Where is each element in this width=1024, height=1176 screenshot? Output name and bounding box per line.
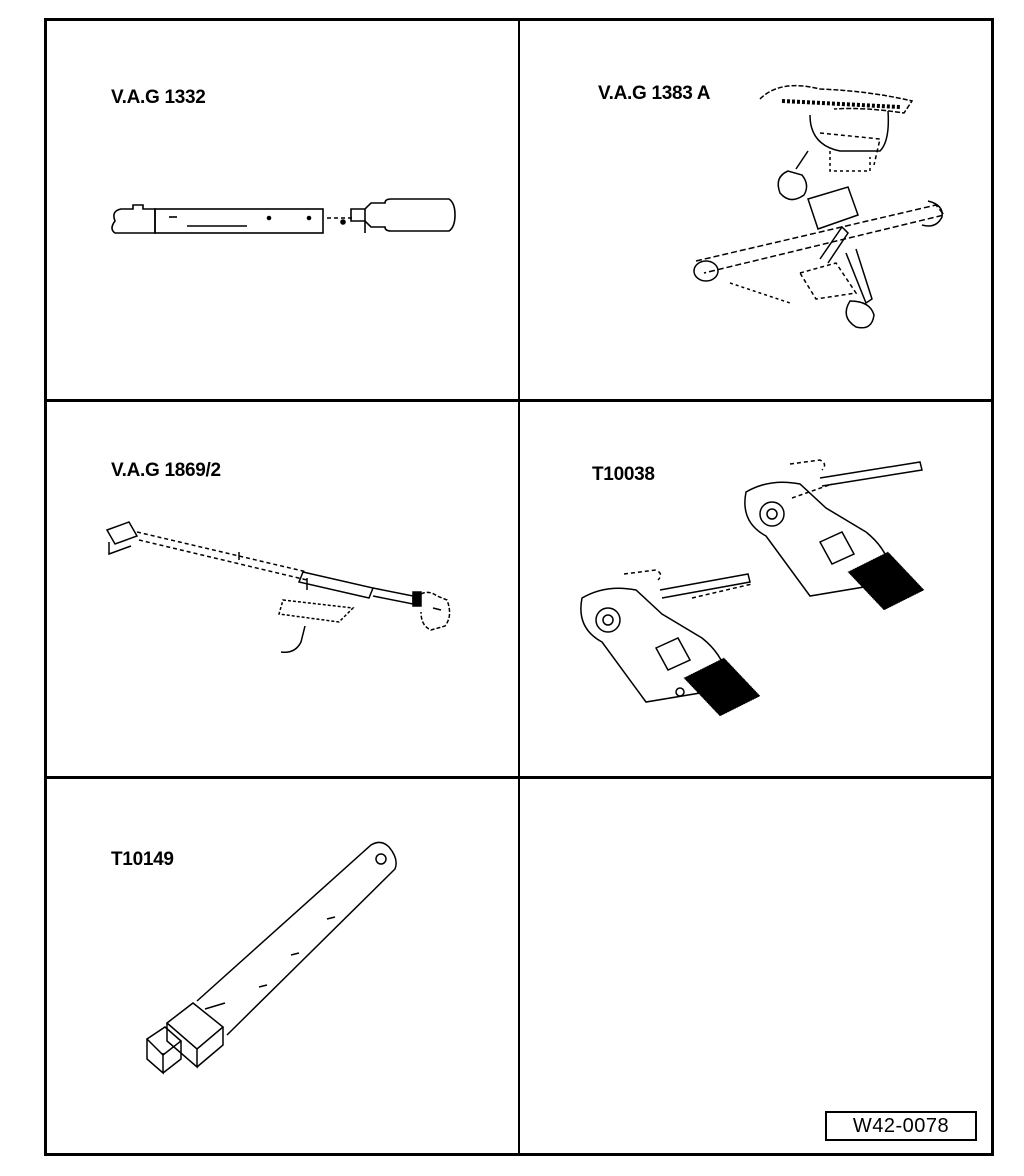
- socket-extension-illustration: [145, 841, 397, 1075]
- tool-label-t10149: T10149: [111, 849, 174, 870]
- tool-cell-vag1869: V.A.G 1869/2: [47, 402, 520, 779]
- drawing-number: W42-0078: [825, 1111, 977, 1141]
- tool-cell-t10038: T10038: [520, 402, 991, 779]
- tool-label-vag1332: V.A.G 1332: [111, 87, 206, 108]
- tool-label-t10038: T10038: [592, 464, 655, 485]
- empty-cell: W42-0078: [520, 779, 991, 1153]
- adapter-bar-illustration: [105, 521, 451, 654]
- tool-label-vag1383a: V.A.G 1383 A: [598, 83, 711, 104]
- tool-sheet: V.A.G 1332 V.A.G 1383 A: [44, 18, 994, 1156]
- torque-wrench-illustration: [111, 198, 456, 234]
- tool-cell-vag1332: V.A.G 1332: [47, 21, 520, 402]
- engine-support-illustration: [693, 84, 946, 329]
- tool-cell-vag1383a: V.A.G 1383 A: [520, 21, 991, 402]
- tool-label-vag1869: V.A.G 1869/2: [111, 460, 221, 481]
- tensioning-clamp-illustration: [580, 459, 925, 717]
- tool-cell-t10149: T10149: [47, 779, 520, 1153]
